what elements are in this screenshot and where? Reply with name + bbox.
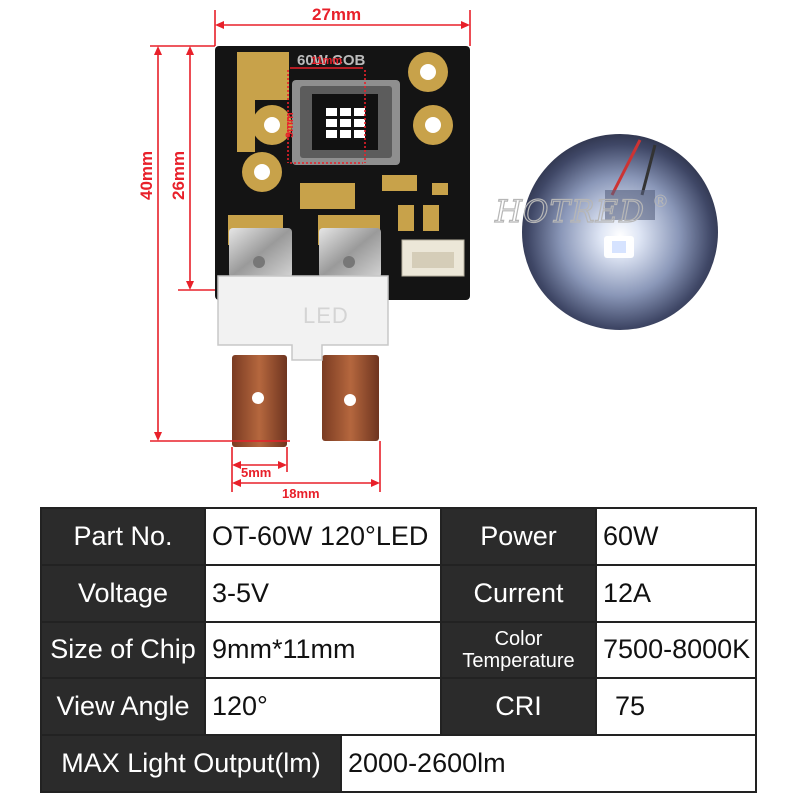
cri-label: CRI	[440, 677, 598, 737]
gold-pad	[423, 205, 439, 231]
color-temperature-label-line-2: Temperature	[462, 649, 575, 672]
max-output-label: MAX Light Output(lm)	[40, 734, 342, 793]
dimension-tab-width: 5mm	[241, 465, 271, 480]
spec-row: MAX Light Output(lm) 2000-2600lm	[40, 734, 758, 793]
connector-housing: LED	[217, 275, 389, 361]
gold-pad	[237, 100, 255, 152]
connector-label: LED	[303, 303, 349, 328]
gold-pad	[237, 52, 289, 100]
spec-table: Part No. OT-60W 120°LED Power 60W Voltag…	[40, 507, 758, 793]
mounting-hole	[242, 152, 282, 192]
dimension-width: 27mm	[312, 5, 361, 24]
watermark: HOTRED	[494, 194, 645, 230]
lit-led-photo	[522, 134, 718, 330]
voltage-label: Voltage	[40, 563, 206, 623]
mounting-hole	[252, 105, 292, 145]
wire-connector	[401, 239, 465, 277]
power-label: Power	[440, 507, 598, 566]
dimension-chip-width: 11mm	[311, 55, 342, 67]
watermark-registered-mark: ®	[652, 192, 669, 212]
dimension-tab-span: 18mm	[282, 486, 320, 501]
terminal-tab	[322, 355, 379, 441]
cri-value: 75	[595, 677, 758, 737]
view-angle-value: 120°	[203, 677, 443, 737]
current-label: Current	[440, 563, 598, 623]
spec-row: Size of Chip 9mm*11mm Color Temperature …	[40, 620, 758, 680]
view-angle-label: View Angle	[40, 677, 206, 737]
current-value: 12A	[595, 563, 758, 623]
spec-row: View Angle 120° CRI 75	[40, 677, 758, 737]
led-chip	[292, 80, 400, 165]
part-no-value: OT-60W 120°LED	[203, 507, 443, 566]
chip-size-label: Size of Chip	[40, 620, 206, 680]
gold-pad	[300, 183, 355, 209]
chip-size-value: 9mm*11mm	[203, 620, 443, 680]
gold-pad	[382, 175, 417, 191]
dimension-lines	[150, 10, 471, 492]
power-value: 60W	[595, 507, 758, 566]
part-no-label: Part No.	[40, 507, 206, 566]
mounting-hole	[413, 105, 453, 145]
dimension-chip-height: 9mm	[284, 112, 296, 138]
gold-pad	[432, 183, 448, 195]
spec-row: Part No. OT-60W 120°LED Power 60W	[40, 507, 758, 566]
dimension-height: 40mm	[137, 151, 156, 200]
dimension-board-height: 26mm	[169, 151, 188, 200]
mounting-hole	[408, 52, 448, 92]
max-output-value: 2000-2600lm	[339, 734, 758, 793]
metal-clip	[229, 228, 292, 278]
product-illustration: 60W COB − +	[137, 5, 718, 501]
color-temperature-label: Color Temperature	[440, 620, 598, 680]
metal-clip	[319, 228, 381, 278]
voltage-value: 3-5V	[203, 563, 443, 623]
terminal-tab	[232, 355, 287, 447]
spec-row: Voltage 3-5V Current 12A	[40, 563, 758, 623]
board-silkscreen: 60W COB	[297, 52, 366, 69]
color-temperature-label-line-1: Color	[494, 627, 543, 650]
gold-pad	[398, 205, 414, 231]
color-temperature-value: 7500-8000K	[595, 620, 758, 680]
